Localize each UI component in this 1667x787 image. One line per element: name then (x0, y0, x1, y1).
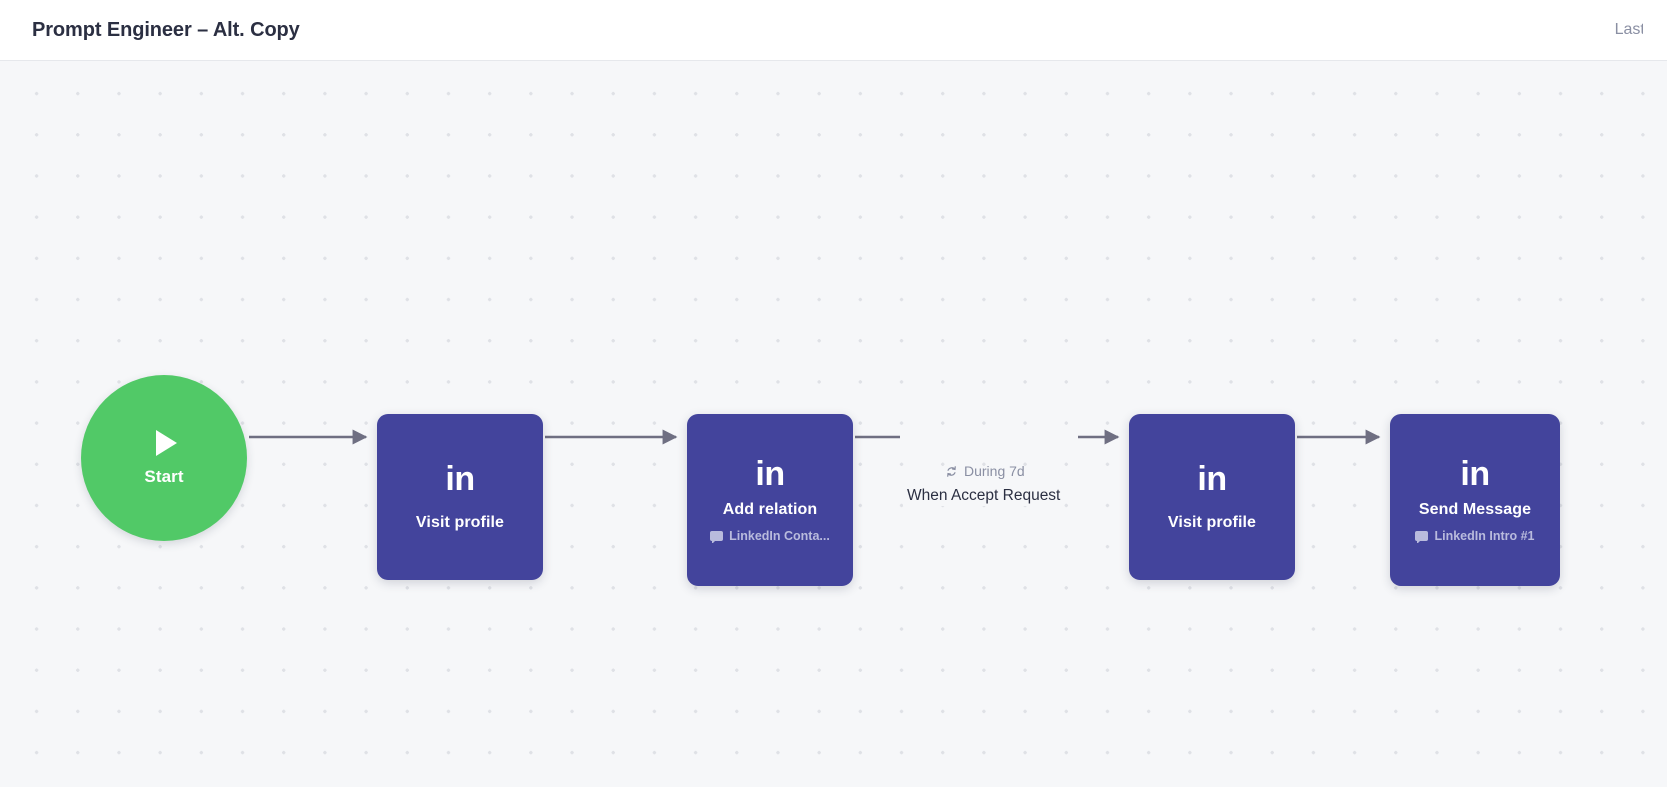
node-subtitle-text: LinkedIn Conta... (729, 529, 830, 543)
linkedin-icon: in (1460, 455, 1490, 493)
app-header: Prompt Engineer – Alt. Copy Last saved T… (0, 0, 1667, 61)
node-subtitle-text: LinkedIn Intro #1 (1434, 529, 1535, 543)
node-title: Visit profile (1167, 514, 1257, 531)
node-add-relation[interactable]: in Add relation LinkedIn Conta... (687, 414, 853, 586)
node-title: Add relation (722, 501, 818, 518)
flow-diagram: During 7d When Accept Request Start in V… (0, 61, 1667, 787)
linkedin-icon: in (755, 455, 785, 493)
page-title: Prompt Engineer – Alt. Copy (32, 18, 300, 41)
node-start[interactable]: Start (81, 375, 247, 541)
node-title: Send Message (1418, 501, 1532, 518)
edge-label-delay[interactable]: During 7d (945, 463, 1025, 479)
edge-label-condition[interactable]: When Accept Request (903, 486, 1065, 506)
last-saved-status: Last saved To (1614, 21, 1643, 38)
edge-label-delay-text: During 7d (964, 463, 1025, 479)
linkedin-icon: in (1197, 460, 1227, 498)
node-subtitle: LinkedIn Intro #1 (1415, 529, 1535, 543)
refresh-icon (947, 465, 956, 477)
header-right-area: Last saved To (1615, 21, 1643, 39)
node-send-message[interactable]: in Send Message LinkedIn Intro #1 (1390, 414, 1560, 586)
chat-icon (710, 531, 724, 543)
linkedin-icon: in (445, 460, 475, 498)
node-visit-profile-1[interactable]: in Visit profile (377, 414, 543, 580)
play-icon (156, 429, 177, 456)
node-subtitle: LinkedIn Conta... (710, 529, 830, 543)
chat-icon (1415, 531, 1429, 543)
node-visit-profile-2[interactable]: in Visit profile (1129, 414, 1295, 580)
node-start-label: Start (144, 466, 184, 486)
node-title: Visit profile (415, 514, 505, 531)
flow-canvas[interactable]: During 7d When Accept Request Start in V… (0, 61, 1667, 787)
